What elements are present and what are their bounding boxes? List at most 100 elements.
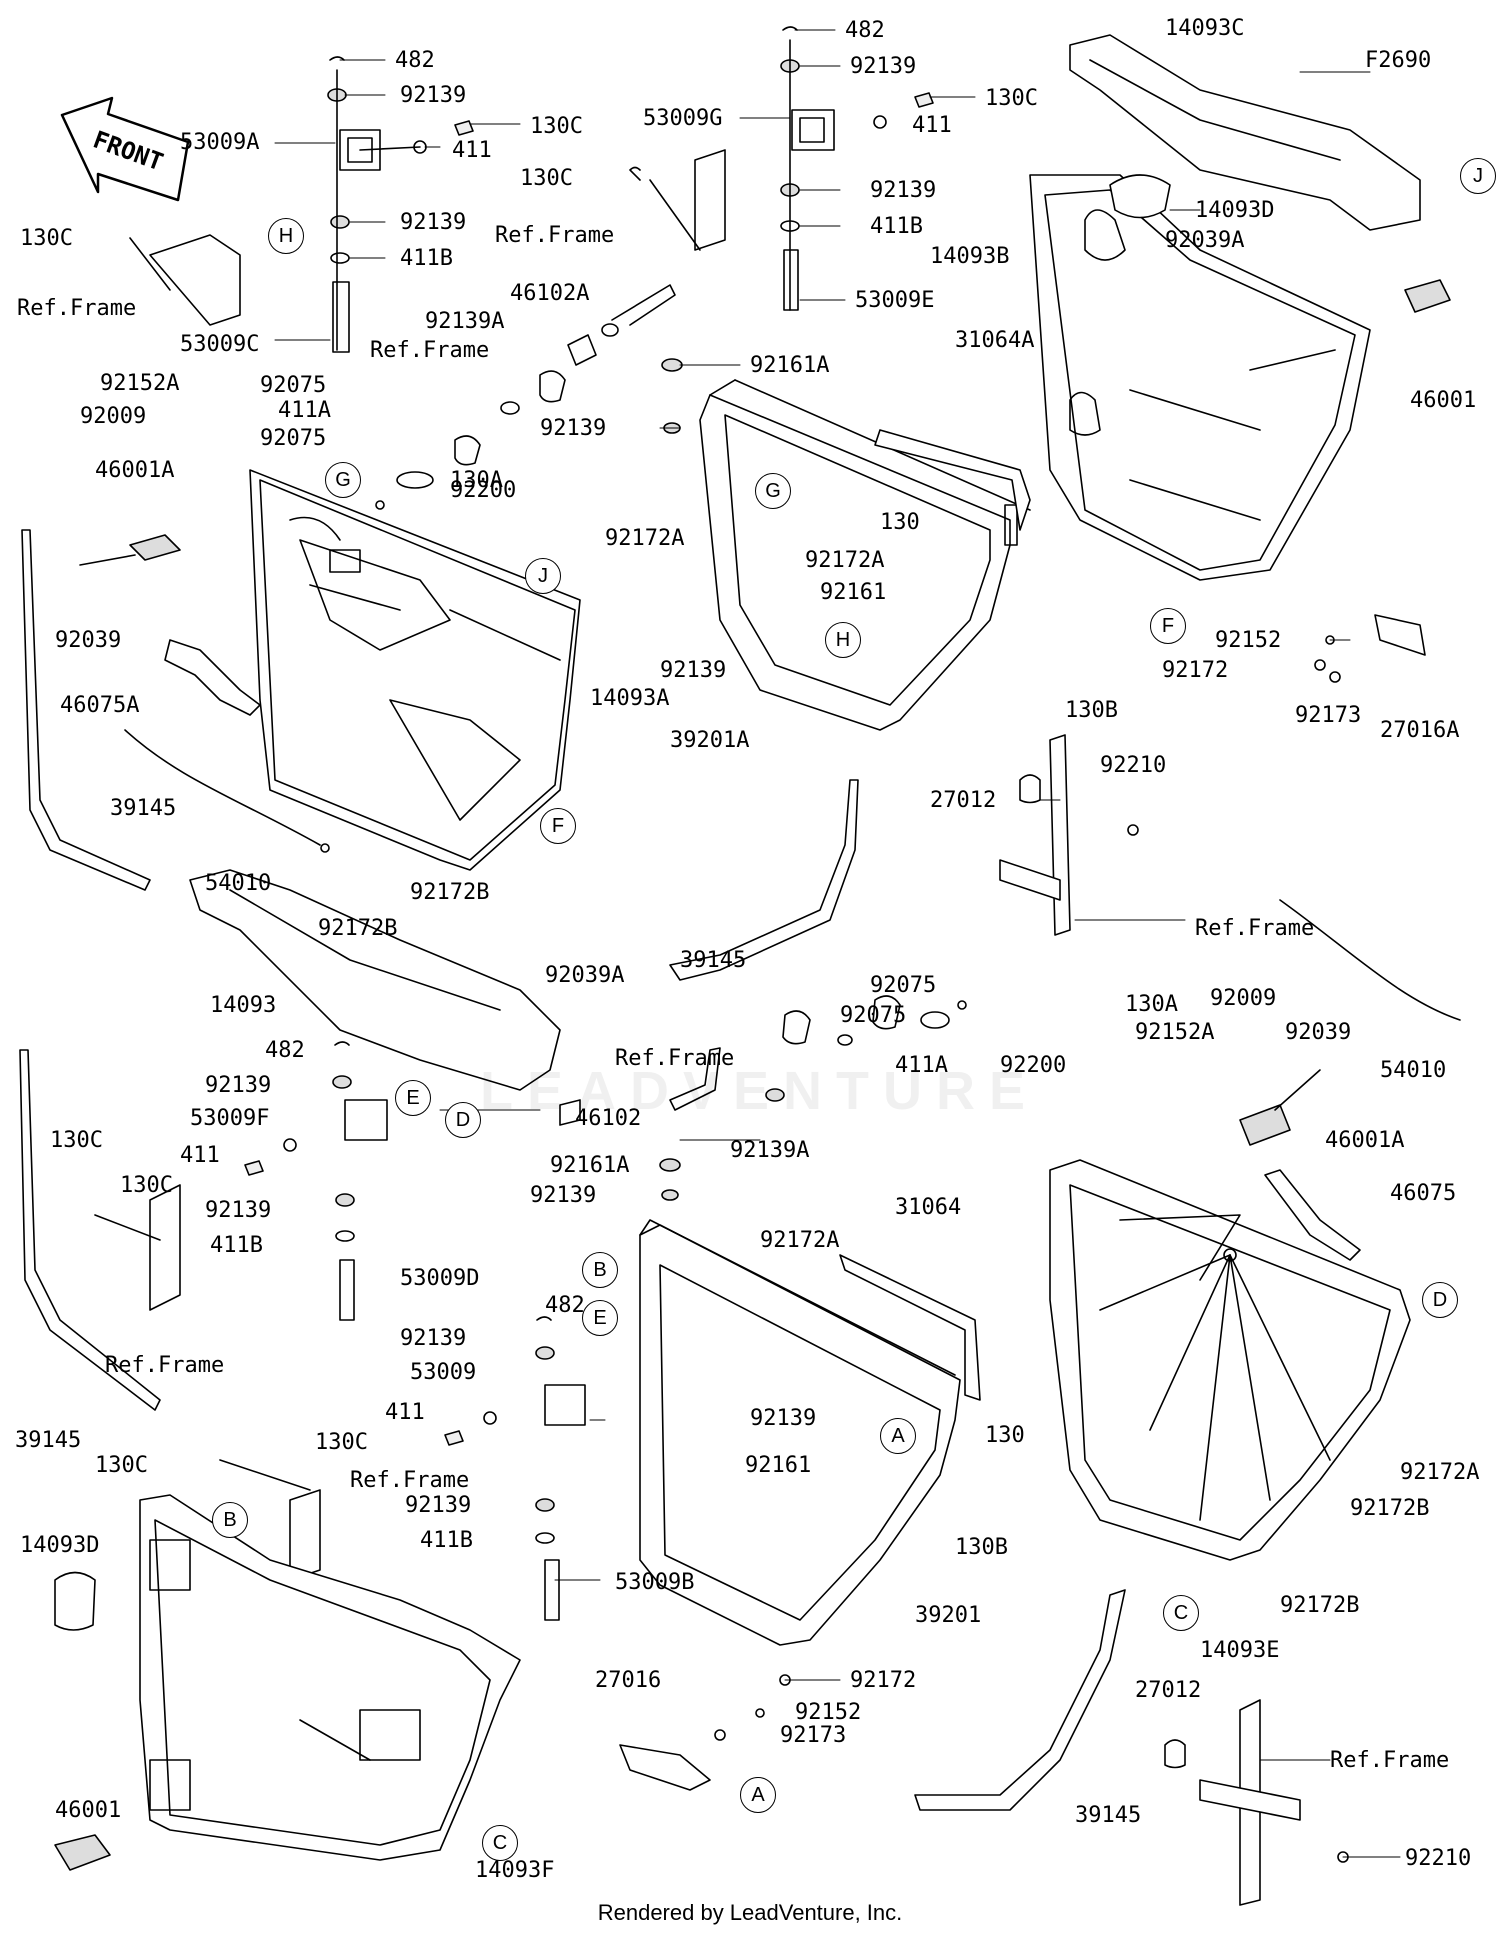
hinge-assembly-53009f (94, 1041, 388, 1321)
part-label: 92039A (1165, 228, 1245, 253)
part-label: 53009C (180, 332, 260, 357)
callout-circle: G (755, 473, 791, 509)
part-label: 92075 (260, 373, 327, 398)
part-label: 92200 (450, 478, 517, 503)
part-label: 92075 (260, 426, 327, 451)
part-label: 46001 (55, 1798, 122, 1823)
part-label: 27016A (1380, 718, 1460, 743)
door-seal-39145-lower-middle (914, 1589, 1126, 1811)
part-label: 92173 (780, 1723, 847, 1748)
part-label: 92152A (1135, 1020, 1215, 1045)
part-label: 53009E (855, 288, 935, 313)
callout-circle: G (325, 462, 361, 498)
cable-54010-right (1279, 899, 1461, 1021)
part-label: 46075 (1390, 1181, 1457, 1206)
part-label: 130A (1125, 992, 1178, 1017)
part-label: 92139 (750, 1406, 817, 1431)
part-label: 411 (452, 138, 492, 163)
part-label: 130 (985, 1423, 1025, 1448)
part-label: 130C (985, 86, 1038, 111)
part-label: 92161A (550, 1153, 630, 1178)
hinge-assembly-53009g (629, 26, 934, 311)
part-label: 46001A (95, 458, 175, 483)
ref-frame-bracket-lower-right (1164, 1699, 1349, 1906)
part-label: 130C (20, 226, 73, 251)
part-label: 92075 (870, 973, 937, 998)
part-label: 92139A (425, 309, 505, 334)
hinge-27016 (619, 1674, 791, 1791)
part-label: 39145 (110, 796, 177, 821)
handle-46001-top (1404, 279, 1451, 313)
render-credit: Rendered by LeadVenture, Inc. (597, 1900, 903, 1925)
part-label: 14093E (1200, 1638, 1280, 1663)
watermark: LEADVENTURE (480, 1061, 1040, 1121)
part-label: 92152A (100, 371, 180, 396)
part-label: 92139 (870, 178, 937, 203)
part-label: 14093A (590, 686, 670, 711)
callout-circle: C (482, 1825, 518, 1861)
part-label: 31064 (895, 1195, 962, 1220)
callout-circle: C (1163, 1595, 1199, 1631)
part-label: Ref.Frame (615, 1046, 735, 1071)
part-label: 482 (265, 1038, 305, 1063)
part-label: 482 (395, 48, 435, 73)
trim-46075a (164, 639, 261, 716)
part-label: 92139 (400, 210, 467, 235)
callout-circle: H (825, 622, 861, 658)
part-label: 92139 (850, 54, 917, 79)
part-label: 27012 (930, 788, 997, 813)
part-label: 130B (955, 1535, 1008, 1560)
part-label: 92172A (605, 526, 685, 551)
pocket-14093d-lower (54, 1571, 96, 1631)
part-label: 46102A (510, 281, 590, 306)
part-label: 46102 (575, 1106, 642, 1131)
handle-46001-lower (54, 1834, 111, 1871)
part-label: 54010 (1380, 1058, 1447, 1083)
part-label: 14093D (20, 1533, 100, 1558)
part-label: 92172 (1162, 658, 1229, 683)
part-label: 92139 (530, 1183, 597, 1208)
hinge-27016a (1314, 614, 1426, 683)
callout-circle: D (1422, 1282, 1458, 1318)
part-label: 411A (895, 1053, 948, 1078)
part-label: 92172B (1280, 1593, 1360, 1618)
part-label: 46001A (1325, 1128, 1405, 1153)
part-label: 92139 (660, 658, 727, 683)
part-label: Ref.Frame (1330, 1748, 1450, 1773)
part-label: Ref.Frame (370, 338, 490, 363)
part-label: 411 (180, 1143, 220, 1168)
part-label: 14093D (1195, 198, 1275, 223)
part-label: 130C (520, 166, 573, 191)
handle-46001a-left (79, 534, 181, 566)
ref-frame-bracket-right (999, 734, 1139, 936)
diagram-code: F2690 (1365, 48, 1432, 73)
door-seal-39145-middle (669, 779, 859, 981)
part-label: 92161 (820, 580, 887, 605)
part-label: 411B (210, 1233, 263, 1258)
door-panel-14093e (1049, 1159, 1411, 1561)
part-label: 411 (385, 1400, 425, 1425)
part-label: 92173 (1295, 703, 1362, 728)
door-panel-14093a (249, 469, 581, 871)
callout-circle: F (1150, 608, 1186, 644)
part-label: 411B (420, 1528, 473, 1553)
part-label: 39145 (1075, 1803, 1142, 1828)
part-label: 53009A (180, 130, 260, 155)
part-label: 92075 (840, 1003, 907, 1028)
bumper-stack-middle (559, 995, 967, 1201)
part-label: 31064A (955, 328, 1035, 353)
part-label: 92152 (795, 1700, 862, 1725)
hinge-assembly-53009a (129, 56, 474, 353)
part-label: 54010 (205, 871, 272, 896)
callout-circle: A (740, 1777, 776, 1813)
part-label: 39145 (15, 1428, 82, 1453)
part-label: 411 (912, 113, 952, 138)
part-label: 411A (278, 398, 331, 423)
part-label: 39201 (915, 1603, 982, 1628)
callout-circle: F (540, 808, 576, 844)
part-label: 46001 (1410, 388, 1477, 413)
rod-46102a (611, 284, 676, 326)
part-label: 14093 (210, 993, 277, 1018)
part-label: Ref.Frame (17, 296, 137, 321)
part-label: 130C (95, 1453, 148, 1478)
